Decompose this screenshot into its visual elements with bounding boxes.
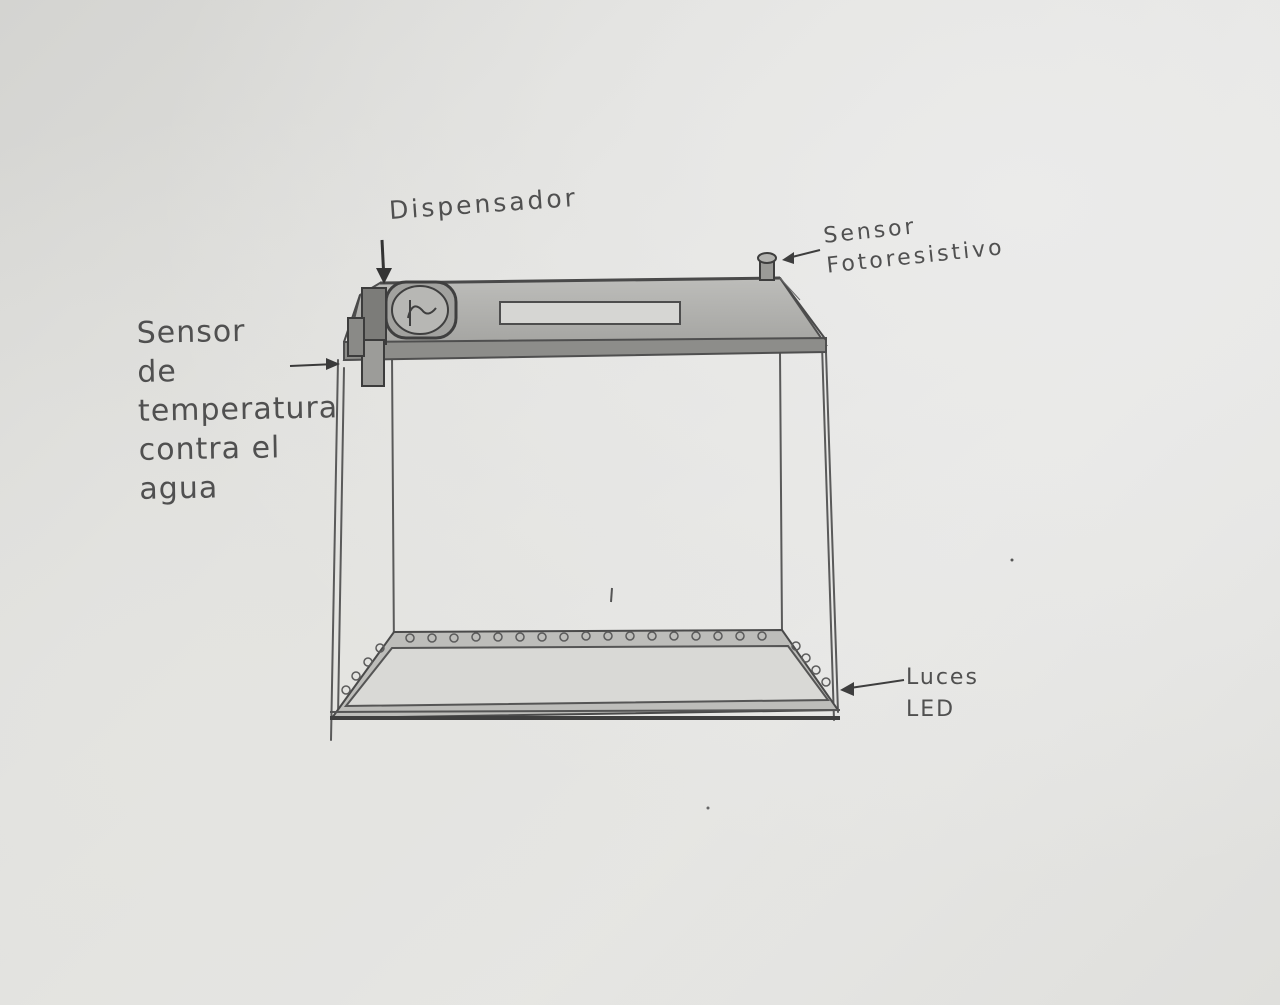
- tank-base: [330, 630, 904, 718]
- stray-mark: [611, 588, 612, 602]
- led-lights-label: Luces LED: [906, 662, 979, 726]
- temperature-sensor-label: Sensor de temperatura contra el agua: [136, 310, 349, 509]
- lid-window: [500, 302, 680, 324]
- photoresistor-unit: [758, 250, 820, 280]
